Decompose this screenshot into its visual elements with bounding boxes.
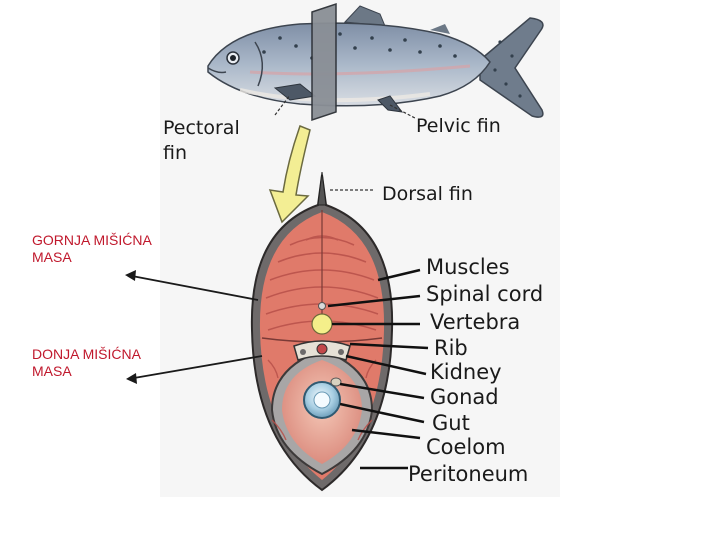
label-dorsal-fin: Dorsal fin bbox=[382, 183, 473, 205]
label-kidney: Kidney bbox=[430, 360, 502, 384]
annotation-arrows bbox=[132, 276, 262, 378]
upper-muscle-line2: MASA bbox=[32, 249, 152, 266]
tail-fin bbox=[480, 18, 543, 117]
label-pelvic-fin: Pelvic fin bbox=[416, 115, 501, 137]
upper-arrowhead bbox=[125, 270, 136, 281]
label-rib: Rib bbox=[434, 336, 468, 360]
salmon-illustration bbox=[208, 4, 543, 120]
label-coelom: Coelom bbox=[426, 435, 506, 459]
label-gut: Gut bbox=[432, 411, 470, 435]
section-plane bbox=[312, 4, 336, 120]
label-pectoral-fin-1: Pectoral bbox=[163, 117, 240, 139]
label-gonad: Gonad bbox=[430, 385, 499, 409]
lower-muscle-annotation: DONJA MIŠIĆNA MASA bbox=[32, 346, 141, 380]
label-muscles: Muscles bbox=[426, 255, 510, 279]
upper-muscle-line1: GORNJA MIŠIĆNA bbox=[32, 232, 152, 249]
spinal-cord bbox=[319, 303, 326, 310]
section-arrow bbox=[270, 126, 310, 222]
cross-section bbox=[252, 172, 392, 490]
label-vertebra: Vertebra bbox=[430, 310, 520, 334]
vertebra bbox=[312, 314, 332, 334]
label-spinal-cord: Spinal cord bbox=[426, 282, 543, 306]
label-peritoneum: Peritoneum bbox=[408, 462, 528, 486]
gonad bbox=[331, 378, 341, 386]
label-pectoral-fin-2: fin bbox=[163, 142, 187, 164]
lower-muscle-line1: DONJA MIŠIĆNA bbox=[32, 346, 141, 363]
upper-muscle-annotation: GORNJA MIŠIĆNA MASA bbox=[32, 232, 152, 266]
lower-muscle-line2: MASA bbox=[32, 363, 141, 380]
